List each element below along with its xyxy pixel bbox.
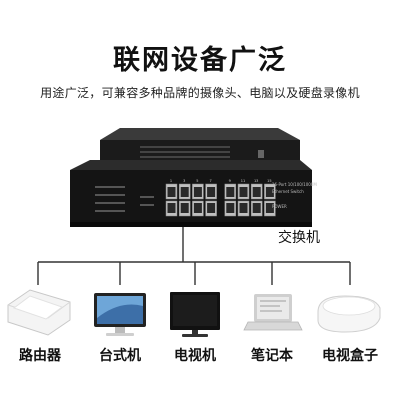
rj45-port-opening xyxy=(193,203,202,213)
television-icon xyxy=(170,292,220,337)
port-number: 9 xyxy=(229,179,231,183)
connection-lines xyxy=(37,227,351,285)
desktop-computer-icon xyxy=(94,293,146,336)
rj45-port-opening xyxy=(167,187,176,197)
port-number: 13 xyxy=(254,179,258,183)
switch-model-text: 16-Port 10/100/1000M xyxy=(272,182,317,187)
device-label-tv: 电视机 xyxy=(174,348,216,364)
rj45-port-opening xyxy=(207,203,216,213)
port-number: 3 xyxy=(183,179,185,183)
switch-label: 交换机 xyxy=(278,230,320,246)
device-label-desktop: 台式机 xyxy=(99,348,141,364)
rj45-port-opening xyxy=(180,187,189,197)
rj45-port-opening xyxy=(226,187,235,197)
page-title: 联网设备广泛 xyxy=(113,45,287,76)
switch-power-text: POWER xyxy=(272,204,287,209)
page-subtitle: 用途广泛，可兼容多种品牌的摄像头、电脑以及硬盘录像机 xyxy=(40,86,360,100)
rj45-port-opening xyxy=(167,203,176,213)
device-label-tv-box: 电视盒子 xyxy=(322,348,378,364)
laptop-icon xyxy=(243,294,303,331)
port-number: 15 xyxy=(267,179,271,183)
port-number: 11 xyxy=(241,179,245,183)
device-label-router: 路由器 xyxy=(19,348,61,364)
rj45-port-opening xyxy=(239,187,248,197)
rj45-port-opening xyxy=(180,203,189,213)
rj45-port-opening xyxy=(252,187,261,197)
tv-box-icon xyxy=(317,295,381,333)
port-number: 5 xyxy=(196,179,198,183)
switch-model-subtext: Ethernet Switch xyxy=(272,189,304,194)
device-label-laptop: 笔记本 xyxy=(251,348,293,364)
router-icon xyxy=(7,289,71,336)
rj45-port-opening xyxy=(193,187,202,197)
rj45-port-opening xyxy=(252,203,261,213)
rj45-port-opening xyxy=(265,203,274,213)
rj45-port-opening xyxy=(265,187,274,197)
rj45-port-opening xyxy=(226,203,235,213)
rj45-port-opening xyxy=(239,203,248,213)
port-number: 7 xyxy=(209,179,211,183)
rj45-port-opening xyxy=(207,187,216,197)
port-number: 1 xyxy=(170,179,172,183)
